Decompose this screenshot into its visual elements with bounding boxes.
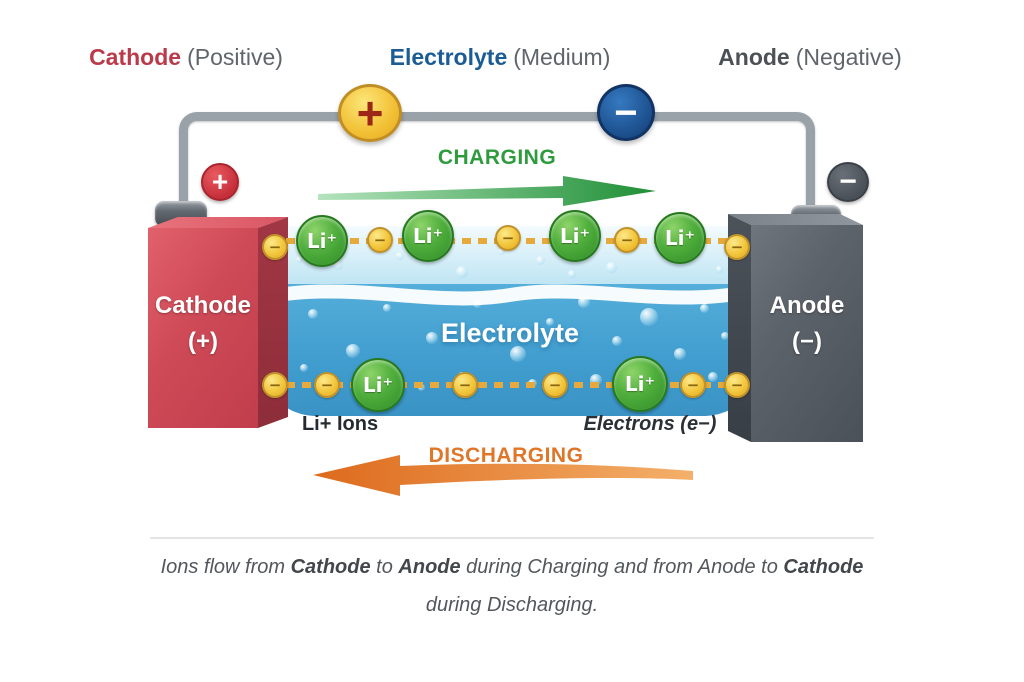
cathode-label-name: Cathode	[155, 292, 251, 319]
cathode-header: Cathode(Positive)	[36, 44, 336, 71]
anode-minus-badge: −	[827, 162, 869, 202]
anode-header: Anode(Negative)	[660, 44, 960, 71]
circuit-wire	[179, 112, 815, 218]
bubble	[536, 256, 545, 265]
anode-header-qualifier: (Negative)	[795, 44, 902, 70]
footnote: Ions flow from Cathode to Anode during C…	[0, 548, 1024, 624]
footnote-part2: Cathode	[290, 556, 371, 578]
cathode-header-qualifier: (Positive)	[187, 44, 283, 70]
bubble	[612, 336, 622, 346]
electron: −	[314, 372, 340, 398]
electron: −	[262, 234, 288, 260]
discharging-arrow	[313, 455, 693, 496]
bubble	[708, 372, 718, 382]
ion-path-line-bottom	[270, 382, 744, 388]
bubble	[606, 262, 617, 273]
ion-row-top: − Li⁺ − Li⁺ − Li⁺ − Li⁺ −	[258, 205, 753, 267]
footnote-line1: Ions flow from Cathode to Anode during C…	[0, 548, 1024, 586]
bubble	[296, 256, 303, 263]
waterline-wave	[278, 284, 742, 306]
electron: −	[680, 372, 706, 398]
footnote-part5: during Charging and from Anode to	[460, 556, 784, 578]
anode-header-term: Anode	[718, 44, 790, 70]
wire-negative-node: −	[597, 84, 655, 141]
cathode-header-term: Cathode	[89, 44, 182, 70]
cathode-label: Cathode (+)	[148, 288, 258, 360]
wire-positive-node: +	[338, 84, 402, 142]
anode-electrode	[728, 198, 868, 444]
cathode-top-face	[148, 217, 288, 228]
bubble	[568, 270, 576, 278]
bubble	[546, 318, 554, 326]
bubble	[456, 266, 468, 278]
bubble	[308, 309, 318, 319]
footnote-part4: Anode	[398, 556, 461, 578]
cathode-plus-badge: +	[201, 163, 239, 201]
bubble	[383, 304, 391, 312]
electrolyte-header: Electrolyte(Medium)	[350, 44, 650, 71]
bubble	[346, 344, 360, 358]
anode-front-face	[751, 225, 863, 442]
anode-top-face	[728, 214, 863, 225]
li-ions-caption: Li+ Ions	[301, 413, 379, 435]
electron: −	[452, 372, 478, 398]
bubble	[640, 308, 658, 326]
li-ion: Li⁺	[612, 356, 668, 412]
electron: −	[724, 234, 750, 260]
electron: −	[614, 227, 640, 253]
cathode-label-sign: (+)	[188, 328, 218, 355]
footnote-part3: to	[370, 556, 399, 578]
li-ion: Li⁺	[296, 215, 348, 267]
footnote-line2: during Discharging.	[425, 594, 599, 616]
bubble	[700, 304, 709, 313]
discharging-label: DISCHARGING	[428, 444, 584, 467]
bubble	[300, 364, 308, 372]
electron: −	[724, 372, 750, 398]
cathode-front-face	[148, 228, 258, 428]
anode-label-name: Anode	[769, 292, 845, 319]
electrolyte-header-term: Electrolyte	[389, 44, 508, 70]
electron: −	[367, 227, 393, 253]
electron: −	[542, 372, 568, 398]
electrons-caption: Electrons (e−)	[583, 413, 717, 435]
footnote-divider	[150, 537, 874, 539]
li-ion: Li⁺	[549, 210, 601, 262]
bubble	[716, 266, 723, 273]
bubble	[426, 332, 438, 344]
electron: −	[495, 225, 521, 251]
footnote-part1: Ions flow from	[160, 556, 291, 578]
charging-label: CHARGING	[437, 146, 557, 169]
anode-label: Anode (−)	[751, 288, 863, 360]
bubble	[674, 348, 686, 360]
li-ion: Li⁺	[654, 212, 706, 264]
ion-row-bottom: − − Li⁺ − − Li⁺ − −	[258, 352, 753, 414]
electrolyte-label: Electrolyte	[440, 318, 580, 348]
footnote-part6: Cathode	[783, 556, 864, 578]
charging-arrow	[318, 176, 656, 206]
anode-label-sign: (−)	[792, 328, 822, 355]
electrolyte-header-qualifier: (Medium)	[513, 44, 611, 70]
bubble	[498, 248, 505, 255]
bubble	[510, 346, 526, 362]
electron: −	[262, 372, 288, 398]
bubble	[333, 260, 343, 270]
bubble	[396, 252, 404, 260]
bubble	[721, 332, 729, 340]
li-ion: Li⁺	[351, 358, 405, 412]
li-ion: Li⁺	[402, 210, 454, 262]
